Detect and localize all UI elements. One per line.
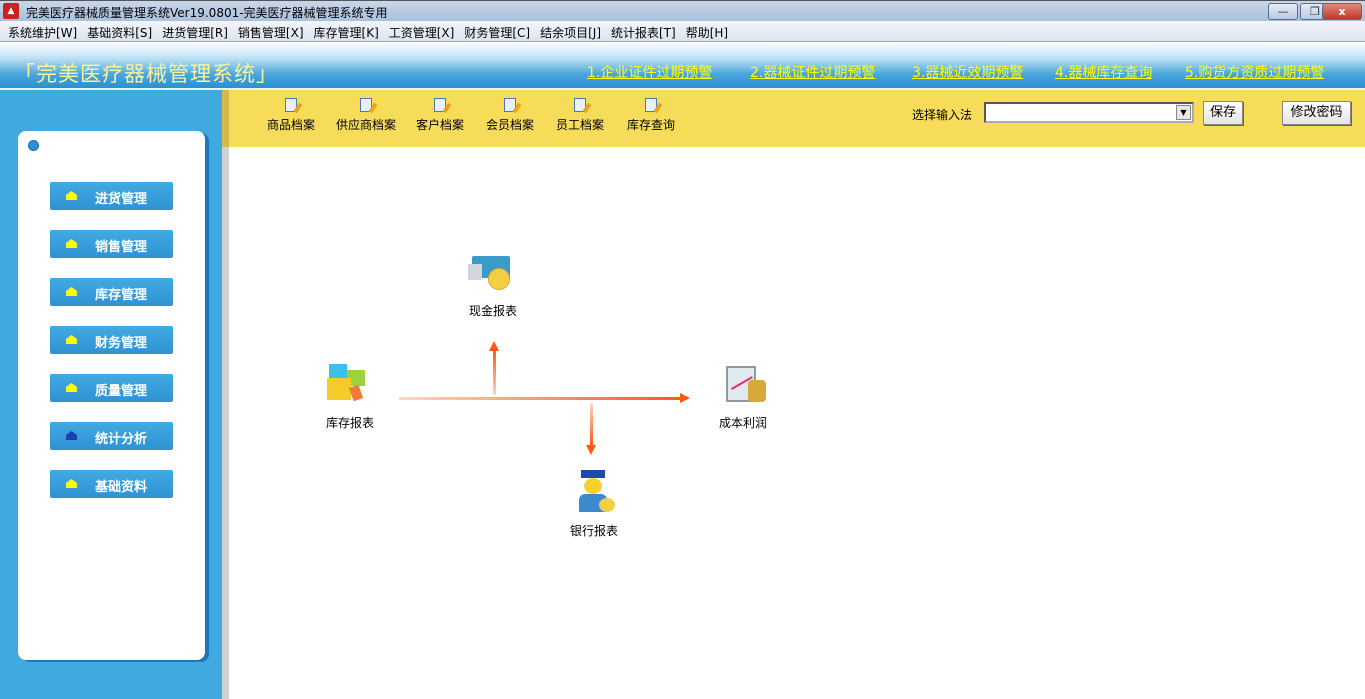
menu-help[interactable]: 帮助[H] bbox=[685, 26, 729, 40]
sidebar-item-purchase[interactable]: 进货管理 bbox=[50, 182, 173, 210]
toolbar: 商品档案 供应商档案 客户档案 会员档案 员工档案 库存查询 选择输入法 ▼ 保… bbox=[229, 90, 1365, 147]
sidebar-item-finance[interactable]: 财务管理 bbox=[50, 326, 173, 354]
toolbar-supplier-archive[interactable]: 供应商档案 bbox=[336, 98, 396, 133]
toolbar-label: 员工档案 bbox=[556, 118, 605, 132]
home-icon bbox=[66, 479, 77, 488]
arrow-up-icon bbox=[489, 341, 499, 351]
link-device-cert-warning[interactable]: 2.器械证件过期预警 bbox=[750, 65, 876, 81]
save-button[interactable]: 保存 bbox=[1203, 101, 1243, 125]
menu-reports[interactable]: 统计报表[T] bbox=[611, 26, 676, 40]
toolbar-label: 会员档案 bbox=[486, 118, 535, 132]
panel-dot-icon bbox=[28, 140, 39, 151]
header-banner: 「完美医疗器械管理系统」 1.企业证件过期预警 2.器械证件过期预警 3.器械近… bbox=[0, 42, 1365, 90]
link-company-cert-warning[interactable]: 1.企业证件过期预警 bbox=[587, 65, 713, 81]
change-password-button[interactable]: 修改密码 bbox=[1282, 101, 1351, 125]
edit-document-icon bbox=[504, 98, 516, 112]
cash-report-node[interactable]: 现金报表 bbox=[453, 250, 533, 319]
toolbar-label: 商品档案 bbox=[267, 118, 316, 132]
sidebar-item-basic-data[interactable]: 基础资料 bbox=[50, 470, 173, 498]
brand-title: 「完美医疗器械管理系统」 bbox=[14, 62, 278, 86]
toolbar-stock-query[interactable]: 库存查询 bbox=[627, 98, 675, 133]
input-method-label: 选择输入法 bbox=[912, 108, 973, 122]
toolbar-label: 客户档案 bbox=[416, 118, 465, 132]
sidebar-item-label: 统计分析 bbox=[95, 432, 148, 447]
home-icon bbox=[66, 383, 77, 392]
menu-inventory[interactable]: 库存管理[K] bbox=[313, 26, 379, 40]
node-label: 银行报表 bbox=[569, 524, 618, 538]
sidebar-panel: 进货管理 销售管理 库存管理 财务管理 质量管理 统计分析 基础资料 bbox=[18, 131, 205, 660]
menu-finance[interactable]: 财务管理[C] bbox=[464, 26, 531, 40]
home-icon bbox=[66, 191, 77, 200]
toolbar-customer-archive[interactable]: 客户档案 bbox=[416, 98, 464, 133]
menu-purchase[interactable]: 进货管理[R] bbox=[162, 26, 228, 40]
toolbar-label: 库存查询 bbox=[627, 118, 676, 132]
toolbar-employee-archive[interactable]: 员工档案 bbox=[556, 98, 604, 133]
flow-arrow-down bbox=[590, 403, 593, 445]
sidebar-item-label: 财务管理 bbox=[95, 336, 148, 351]
node-label: 现金报表 bbox=[468, 304, 517, 318]
menu-balance[interactable]: 结余项目[J] bbox=[540, 26, 601, 40]
link-buyer-qualification-warning[interactable]: 5.购货方资质过期预警 bbox=[1185, 65, 1325, 81]
sidebar-item-label: 质量管理 bbox=[95, 384, 148, 399]
sidebar-item-quality[interactable]: 质量管理 bbox=[50, 374, 173, 402]
menu-system[interactable]: 系统维护[W] bbox=[8, 26, 78, 40]
home-icon bbox=[66, 239, 77, 248]
app-logo-icon: ▲ bbox=[3, 3, 19, 19]
home-icon bbox=[66, 431, 77, 440]
graduate-coins-icon bbox=[569, 470, 619, 514]
minimize-button[interactable]: — bbox=[1268, 3, 1298, 20]
sidebar-item-label: 基础资料 bbox=[95, 480, 148, 495]
cost-profit-node[interactable]: 成本利润 bbox=[703, 362, 783, 431]
toolbar-member-archive[interactable]: 会员档案 bbox=[486, 98, 534, 133]
sidebar-item-label: 库存管理 bbox=[95, 288, 148, 303]
sidebar-item-statistics[interactable]: 统计分析 bbox=[50, 422, 173, 450]
close-button[interactable]: x bbox=[1322, 3, 1362, 20]
node-label: 成本利润 bbox=[718, 416, 767, 430]
sidebar-item-sales[interactable]: 销售管理 bbox=[50, 230, 173, 258]
flow-arrow-up bbox=[493, 350, 496, 395]
chart-coins-icon bbox=[718, 362, 768, 406]
chevron-down-icon[interactable]: ▼ bbox=[1176, 105, 1191, 120]
window-title: 完美医疗器械质量管理系统Ver19.0801-完美医疗器械管理系统专用 bbox=[26, 6, 388, 20]
sidebar-item-inventory[interactable]: 库存管理 bbox=[50, 278, 173, 306]
toolbar-product-archive[interactable]: 商品档案 bbox=[267, 98, 315, 133]
menu-sales[interactable]: 销售管理[X] bbox=[237, 26, 304, 40]
title-bar: ▲ 完美医疗器械质量管理系统Ver19.0801-完美医疗器械管理系统专用 — … bbox=[0, 0, 1365, 21]
edit-document-icon bbox=[285, 98, 297, 112]
bank-report-node[interactable]: 银行报表 bbox=[554, 470, 634, 539]
flow-arrow-horizontal bbox=[399, 397, 681, 400]
truck-coins-icon bbox=[468, 250, 518, 294]
boxes-icon bbox=[325, 362, 375, 406]
toolbar-label: 供应商档案 bbox=[336, 118, 397, 132]
edit-document-icon bbox=[574, 98, 586, 112]
splitter[interactable] bbox=[222, 90, 229, 699]
arrow-down-icon bbox=[586, 445, 596, 455]
sidebar-item-label: 销售管理 bbox=[95, 240, 148, 255]
link-near-expiry-warning[interactable]: 3.器械近效期预警 bbox=[912, 65, 1024, 81]
inventory-report-node[interactable]: 库存报表 bbox=[310, 362, 390, 431]
menu-salary[interactable]: 工资管理[X] bbox=[388, 26, 455, 40]
home-icon bbox=[66, 335, 77, 344]
menu-basic-data[interactable]: 基础资料[S] bbox=[87, 26, 153, 40]
edit-document-icon bbox=[360, 98, 372, 112]
menu-bar: 系统维护[W] 基础资料[S] 进货管理[R] 销售管理[X] 库存管理[K] … bbox=[0, 21, 1365, 42]
search-document-icon bbox=[645, 98, 657, 112]
sidebar-item-label: 进货管理 bbox=[95, 192, 148, 207]
input-method-select[interactable]: ▼ bbox=[984, 102, 1194, 123]
arrow-right-icon bbox=[680, 393, 690, 403]
link-device-stock-query[interactable]: 4.器械库存查询 bbox=[1055, 65, 1153, 81]
node-label: 库存报表 bbox=[325, 416, 374, 430]
home-icon bbox=[66, 287, 77, 296]
edit-document-icon bbox=[434, 98, 446, 112]
